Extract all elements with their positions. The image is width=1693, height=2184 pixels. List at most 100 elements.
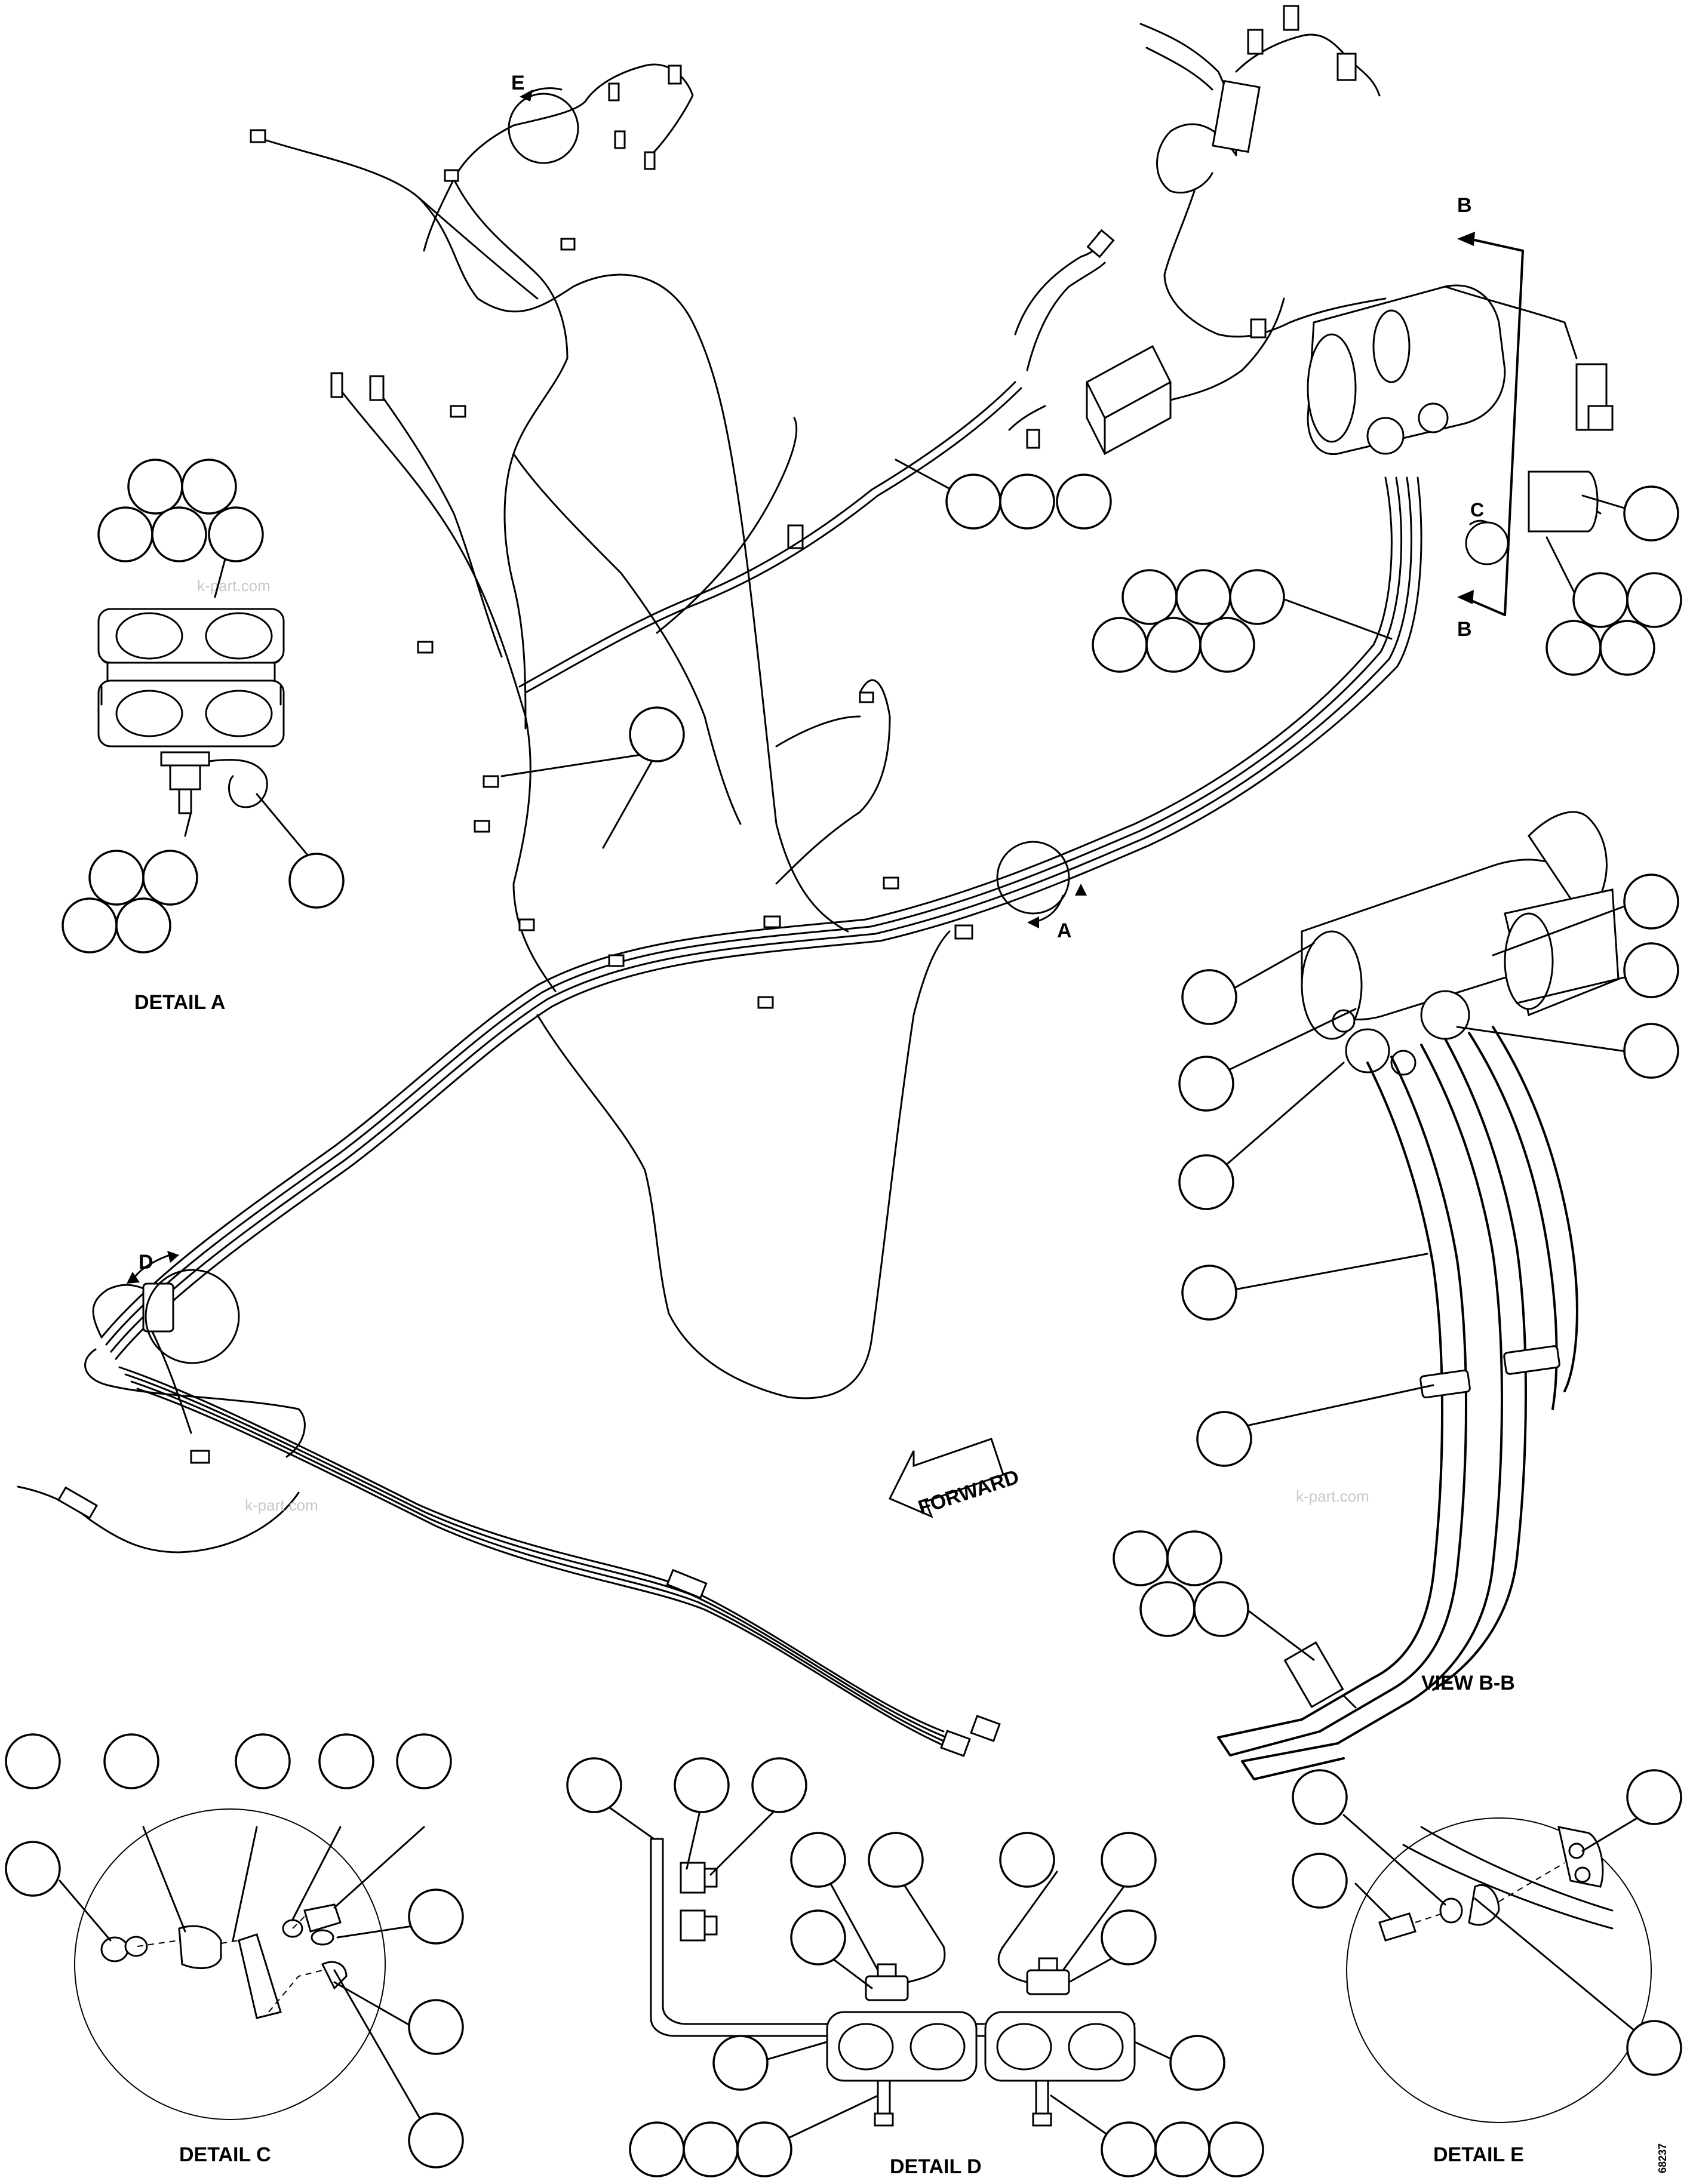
callout-balloon	[790, 1832, 846, 1888]
callout-balloon	[566, 1757, 622, 1813]
inline-sleeve	[666, 1568, 708, 1599]
callout-balloon	[1169, 2035, 1225, 2091]
callout-balloon	[88, 850, 145, 906]
section-b-bottom-label: B	[1457, 618, 1472, 641]
callout-balloon	[1178, 1154, 1234, 1210]
callout-balloon	[1572, 572, 1629, 628]
cable-clip	[178, 1925, 222, 1970]
connector	[1247, 29, 1264, 55]
callout-balloon	[1154, 2121, 1210, 2177]
callout-balloon	[5, 1733, 61, 1789]
detail-a-label: DETAIL A	[134, 991, 225, 1014]
cable-terminal	[970, 1715, 1001, 1742]
callout-balloon	[683, 2121, 739, 2177]
detail-c-boundary	[74, 1808, 386, 2120]
harness-clip	[763, 915, 781, 928]
harness-clip	[859, 691, 874, 703]
harness-clip	[444, 169, 459, 182]
harness-clip	[483, 775, 499, 788]
callout-balloon	[1599, 620, 1655, 676]
clip	[311, 1929, 334, 1946]
section-b-marker: B B C	[1457, 194, 1524, 641]
main-harness-bundle	[100, 476, 1422, 1360]
figure-number: 68237	[1657, 2143, 1669, 2173]
detail-e-label: DETAIL E	[1433, 2143, 1524, 2166]
ground-terminal	[57, 1486, 99, 1519]
harness-clip	[518, 918, 535, 931]
callout-balloon	[1626, 572, 1682, 628]
rear-connector-block	[142, 1282, 174, 1333]
callout-balloon	[629, 2121, 685, 2177]
callout-balloon	[674, 1757, 730, 1813]
harness-clip	[757, 996, 774, 1009]
battery-cable-run	[118, 1366, 1001, 1757]
callout-balloon	[103, 1733, 159, 1789]
callout-balloon	[1113, 1530, 1169, 1586]
callout-balloon	[1292, 1769, 1348, 1825]
connector	[644, 151, 656, 170]
leader-lines	[59, 459, 1649, 2151]
nut	[100, 1936, 129, 1962]
callout-balloon	[408, 1999, 464, 2055]
detail-e: DETAIL E	[1346, 1817, 1652, 2166]
callout-balloon	[181, 459, 237, 515]
cable-terminal	[1086, 229, 1115, 259]
harness-clip	[474, 820, 490, 833]
callout-balloon	[1229, 569, 1285, 625]
rear-connector-group: D	[17, 1251, 306, 1554]
callout-balloon	[736, 2121, 792, 2177]
callout-balloon	[62, 897, 118, 953]
watermark: k-part.com	[197, 577, 271, 595]
callout-balloon	[142, 850, 198, 906]
bolt	[1378, 1912, 1417, 1942]
callout-balloon	[1626, 2020, 1682, 2076]
section-b-top-label: B	[1457, 194, 1472, 217]
harness-clip	[883, 876, 899, 890]
terminal-stud	[680, 1862, 706, 1894]
callout-balloon	[396, 1733, 452, 1789]
cable-clamp	[1419, 1369, 1471, 1399]
detail-a-callout-circle	[996, 841, 1070, 915]
connector	[369, 375, 385, 401]
callout-balloon	[288, 853, 345, 909]
starter-end-cap	[1307, 333, 1357, 443]
reference-balloons	[5, 459, 1682, 2177]
callout-balloon	[208, 506, 264, 562]
callout-balloon	[1545, 620, 1602, 676]
section-a-label: A	[1057, 919, 1072, 942]
callout-balloon	[151, 506, 207, 562]
callout-balloon	[5, 1841, 61, 1897]
callout-balloon	[1199, 617, 1255, 673]
callout-balloon	[1181, 1265, 1237, 1321]
harness-clip	[954, 924, 973, 940]
watermark: k-part.com	[1296, 1487, 1369, 1505]
harness-clip	[417, 641, 434, 654]
forward-arrow: FORWARD	[888, 1438, 1022, 1519]
relay-box-group	[518, 229, 1285, 694]
callout-balloon	[790, 1909, 846, 1965]
callout-balloon	[115, 897, 171, 953]
callout-balloon	[751, 1757, 807, 1813]
callout-balloon	[1101, 1832, 1157, 1888]
callout-balloon	[1092, 617, 1148, 673]
upper-left-harness: E	[250, 63, 849, 1009]
view-bb-label: VIEW B-B	[1421, 1672, 1515, 1694]
callout-balloon	[318, 1733, 374, 1789]
mounting-plate	[1212, 79, 1261, 153]
callout-balloon	[1208, 2121, 1264, 2177]
detail-c-label: DETAIL C	[179, 2143, 271, 2166]
callout-balloon	[1292, 1853, 1348, 1909]
harness-clip	[608, 954, 625, 967]
callout-balloon	[1626, 1769, 1682, 1825]
connector	[330, 372, 343, 398]
section-c-label: C	[1470, 499, 1484, 521]
harness-clip	[450, 405, 466, 418]
bolt	[303, 1903, 342, 1933]
relay-box	[1086, 344, 1172, 456]
engine-harness	[1139, 5, 1387, 339]
callout-balloon	[1623, 1023, 1679, 1079]
mounting-bracket	[238, 1933, 282, 2019]
section-e-label: E	[511, 72, 525, 94]
callout-balloon	[408, 2112, 464, 2168]
